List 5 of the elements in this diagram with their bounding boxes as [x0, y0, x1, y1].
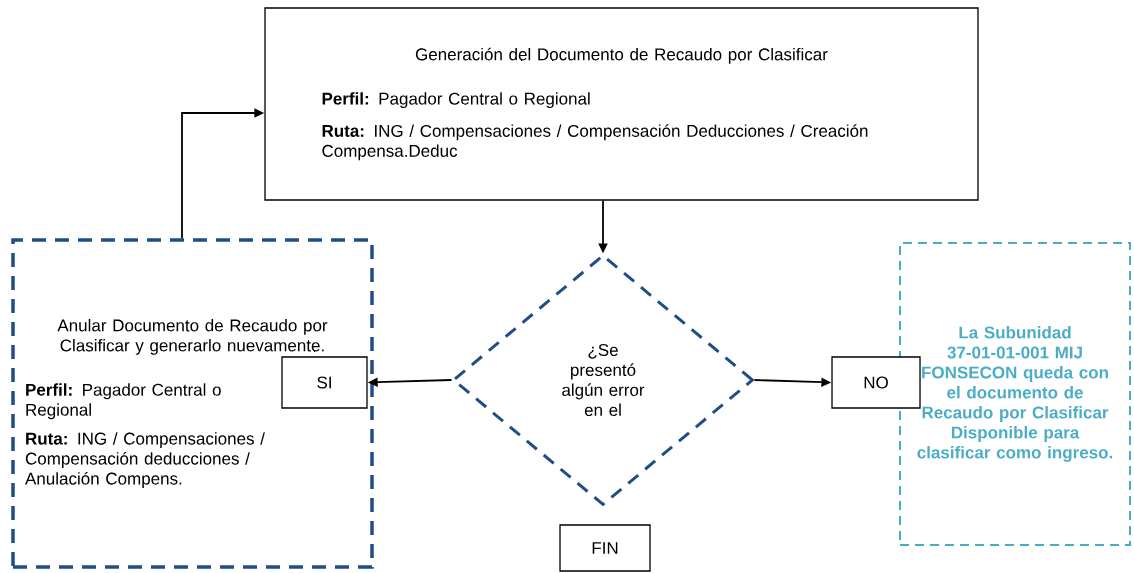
label-box: NO — [831, 356, 921, 409]
end-box: FIN — [559, 524, 651, 572]
process-box: Generación del Documento de Recaudo por Clasificar Perfil: Pagador Central o Regional Ruta: ING / Compensaciones / Compensación Deducciones / Creación Compensa.Deduc — [264, 7, 979, 201]
label-box: SI — [281, 356, 368, 409]
note-box: La Subunidad 37-01-01-001 MIJ FONSECON queda con el documento de Recaudo por Clasificar Disponible para clasificar como ingreso. — [899, 242, 1131, 546]
